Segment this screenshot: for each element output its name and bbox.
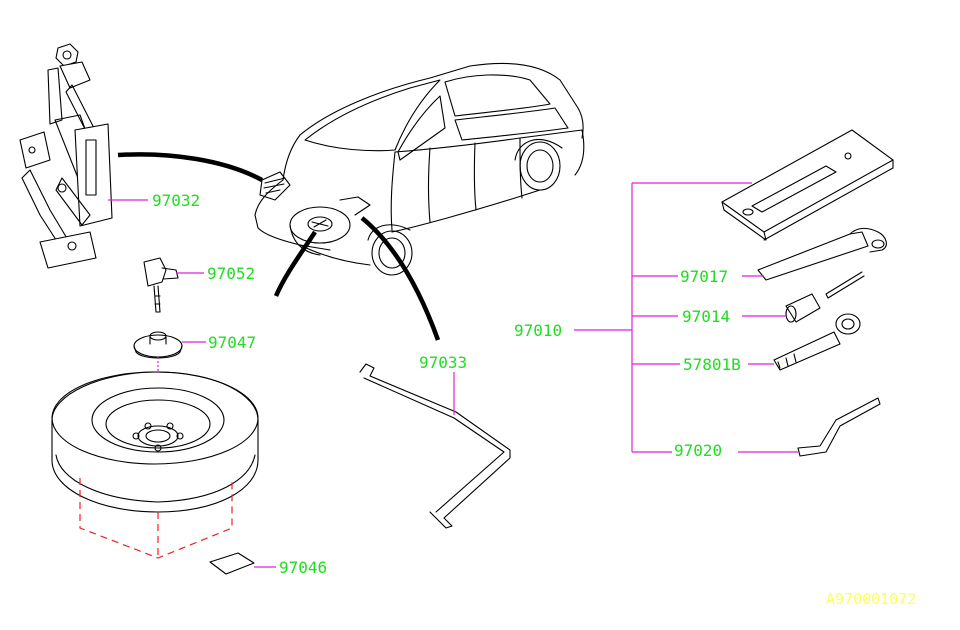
jack-lever-illustration [359,363,511,529]
label-eye-bolt: 57801B [683,355,741,374]
wheel-wrench-illustration [757,227,887,281]
label-spare-cover: 97047 [208,333,256,352]
label-jack: 97032 [152,191,200,210]
label-socket: 97014 [682,307,730,326]
label-lever: 97033 [419,353,467,372]
label-location-indicator [79,478,233,559]
label-wrench: 97017 [680,267,728,286]
spare-tire-illustration [51,371,259,513]
eye-bolt-illustration [773,313,861,371]
label-tool-kit: 97010 [514,321,562,340]
tire-label-illustration [209,552,255,575]
tool-bag-illustration [721,129,894,241]
scissor-jack-illustration [19,43,113,269]
jack-handle-illustration [143,257,179,313]
spare-cover-illustration [133,331,183,359]
label-jack-handle: 97052 [207,264,255,283]
label-tire-label: 97046 [279,558,327,577]
label-hook: 97020 [674,441,722,460]
car-illustration [254,62,585,276]
socket-illustration [785,293,821,323]
pin-illustration [825,271,865,299]
tool-kit-leaders [574,182,752,453]
drawing-code: A970001072 [826,590,916,608]
hook-illustration [797,397,881,457]
pointer-lines [117,152,441,341]
